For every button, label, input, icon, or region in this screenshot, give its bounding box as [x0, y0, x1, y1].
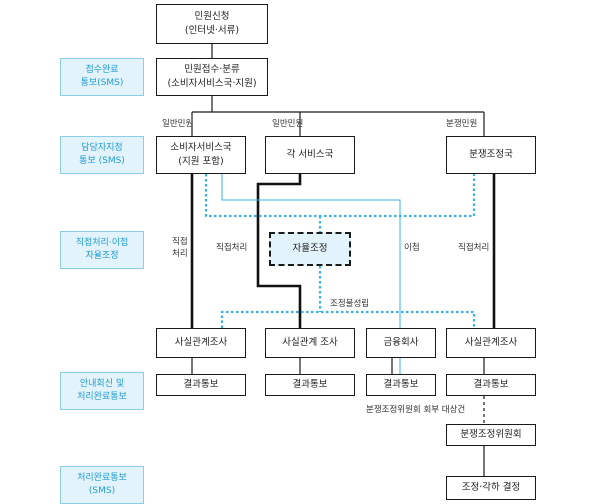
side-label-reply-notice: 안내회신 및 처리완료통보	[60, 372, 144, 410]
box-text: (소비자서비스국·지원)	[167, 78, 257, 89]
box-text: 자율조정	[292, 243, 328, 254]
edge-label-dispute: 분쟁민원	[446, 119, 478, 129]
box-result-4: 결과통보	[446, 374, 536, 396]
box-intake: 민원접수·분류 (소비자서비스국·지원)	[156, 58, 268, 96]
box-text: 결과통보	[183, 379, 219, 390]
box-result-2: 결과통보	[265, 374, 355, 396]
box-decision: 조정·각하 결정	[446, 476, 536, 500]
box-each-service: 각 서비스국	[265, 136, 355, 174]
edge-label-refer-committee: 분쟁조정위원회 회부 대상건	[366, 405, 466, 415]
side-label-completion-notice: 처리완료통보 (SMS)	[60, 466, 144, 504]
box-fact-finding-1: 사실관계조사	[156, 328, 246, 358]
edge-label-line: 처리	[172, 249, 188, 259]
side-label-line: 직접처리·이첩	[75, 238, 129, 248]
box-text: 결과통보	[473, 379, 509, 390]
edge-label-direct-c: 직접처리	[458, 243, 490, 253]
edge-label-mediation-failed: 조정불성립	[330, 299, 370, 309]
edge-label-direct-b: 직접처리	[216, 243, 248, 253]
box-dispute: 분쟁조정국	[446, 136, 536, 174]
box-fact-finding-2: 사실관계 조사	[265, 328, 355, 358]
side-label-line: (SMS)	[88, 486, 116, 496]
edge-label-transfer: 이첩	[404, 243, 420, 253]
edge-label-direct-a: 직접 처리	[172, 236, 188, 260]
box-text: 결과통보	[383, 379, 419, 390]
edge-label-general-1: 일반민원	[162, 119, 194, 129]
side-label-assignee-notice: 담당자지정 통보 (SMS)	[60, 136, 144, 174]
box-result-3: 결과통보	[366, 374, 436, 396]
box-text: 사실관계 조사	[282, 337, 338, 348]
side-label-line: 통보(SMS)	[80, 78, 124, 88]
box-application: 민원신청 (인터넷·서류)	[156, 4, 268, 44]
side-label-line: 접수완료	[85, 65, 119, 75]
box-text: (인터넷·서류)	[184, 25, 240, 36]
box-text: 각 서비스국	[286, 149, 334, 160]
side-label-line: 통보 (SMS)	[79, 156, 125, 166]
box-text: 금융회사	[383, 337, 419, 348]
box-text: 분쟁조정국	[469, 149, 513, 160]
box-fact-finding-3: 사실관계조사	[446, 328, 536, 358]
box-result-1: 결과통보	[156, 374, 246, 396]
box-text: 분쟁조정위원회	[460, 429, 522, 440]
side-label-line: 처리완료통보	[77, 473, 127, 483]
edge-label-general-2: 일반민원	[272, 119, 304, 129]
box-consumer-service: 소비자서비스국 (지원 포함)	[156, 136, 246, 174]
side-label-line: 자율조정	[85, 251, 119, 261]
box-voluntary-mediation: 자율조정	[269, 232, 351, 266]
box-text: (지원 포함)	[178, 156, 224, 167]
side-label-line: 처리완료통보	[77, 392, 127, 402]
box-text: 소비자서비스국	[170, 142, 232, 153]
box-mediation-committee: 분쟁조정위원회	[446, 424, 536, 446]
box-text: 결과통보	[292, 379, 328, 390]
box-text: 사실관계조사	[464, 337, 518, 348]
box-text: 사실관계조사	[174, 337, 228, 348]
side-label-line: 담당자지정	[81, 143, 123, 153]
box-text: 조정·각하 결정	[461, 482, 521, 493]
side-label-intake-notice: 접수완료 통보(SMS)	[60, 58, 144, 96]
box-text: 민원신청	[194, 11, 230, 22]
box-text: 민원접수·분류	[184, 64, 240, 75]
edge-label-line: 직접	[172, 237, 188, 247]
side-label-processing: 직접처리·이첩 자율조정	[60, 231, 144, 269]
side-label-line: 안내회신 및	[79, 379, 125, 389]
box-financial-company: 금융회사	[366, 328, 436, 358]
